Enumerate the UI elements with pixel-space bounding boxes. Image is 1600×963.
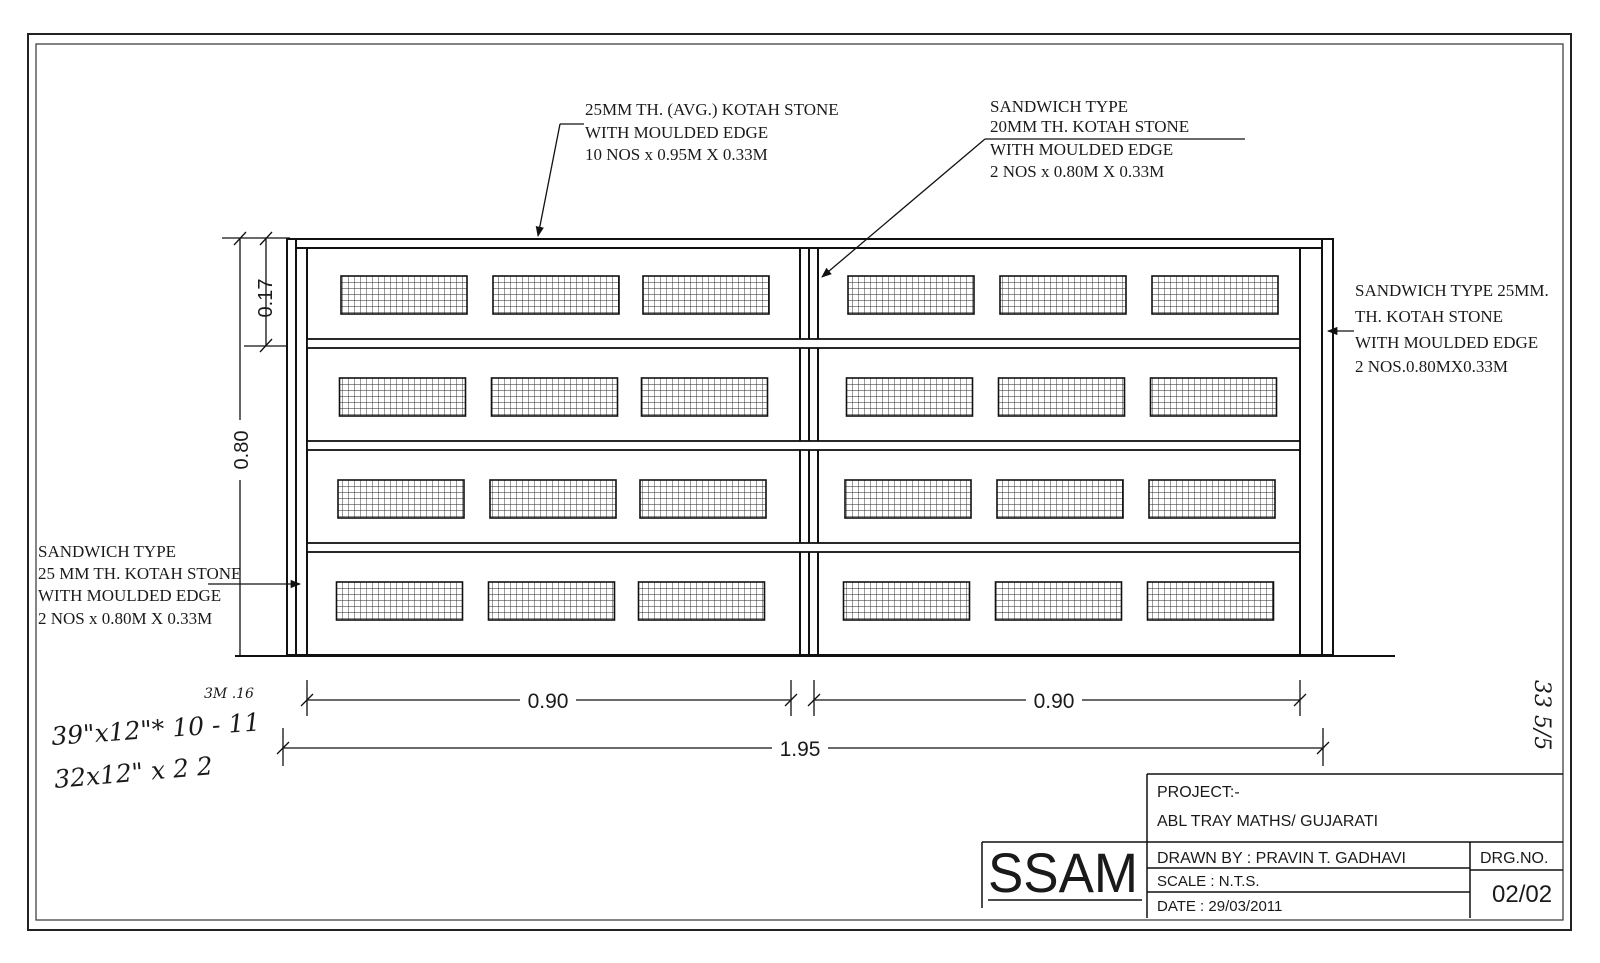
total-width-dimension: 1.95 bbox=[780, 738, 821, 761]
shelf-slabs bbox=[306, 338, 1301, 553]
callout-left-end: SANDWICH TYPE 25 MM TH. KOTAH STONE WITH… bbox=[38, 542, 302, 628]
mesh-panel-r3-c5 bbox=[996, 479, 1124, 519]
shelf-slab-1 bbox=[306, 338, 1301, 349]
shelf-slab-3 bbox=[306, 542, 1301, 553]
mesh-panel-r3-c4 bbox=[844, 479, 972, 519]
outer-border bbox=[27, 33, 1572, 931]
project-label: PROJECT:- bbox=[1157, 784, 1240, 801]
handwritten-line-1: 39"x12"* 10 - 11 bbox=[50, 707, 261, 751]
callout-left-line4: 2 NOS x 0.80M X 0.33M bbox=[38, 609, 212, 628]
mesh-panel-r1-c5 bbox=[999, 275, 1127, 315]
mesh-panel-r2-c1 bbox=[338, 377, 467, 417]
mesh-panel-r3-c2 bbox=[489, 479, 617, 519]
callout-top-right-line1: SANDWICH TYPE bbox=[990, 97, 1128, 116]
mesh-panel-r2-c2 bbox=[490, 377, 619, 417]
callout-right-line2: TH. KOTAH STONE bbox=[1355, 307, 1503, 326]
title-block bbox=[981, 773, 1563, 918]
mesh-panel-r3-c3 bbox=[639, 479, 767, 519]
mesh-panel-r1-c6 bbox=[1151, 275, 1279, 315]
mesh-panel-r1-c2 bbox=[492, 275, 620, 315]
firm-logo: SSAM bbox=[988, 841, 1138, 904]
mesh-panel-r2-c5 bbox=[997, 377, 1126, 417]
mesh-panel-r3-c1 bbox=[337, 479, 465, 519]
mesh-panel-r4-c2 bbox=[487, 581, 616, 621]
callout-left-line2: 25 MM TH. KOTAH STONE bbox=[38, 564, 241, 583]
mesh-panel-r2-c4 bbox=[845, 377, 974, 417]
project-name: ABL TRAY MATHS/ GUJARATI bbox=[1157, 813, 1378, 830]
tray-unit-frame bbox=[286, 238, 1334, 656]
callout-center-partition: SANDWICH TYPE 20MM TH. KOTAH STONE WITH … bbox=[821, 97, 1245, 278]
mesh-panel-r1-c4 bbox=[847, 275, 975, 315]
mesh-panel-r1-c1 bbox=[340, 275, 468, 315]
mesh-panel-r2-c3 bbox=[640, 377, 769, 417]
mesh-panel-r4-c5 bbox=[994, 581, 1123, 621]
shelf-slab-2 bbox=[306, 440, 1301, 451]
mesh-panel-r3-c6 bbox=[1148, 479, 1276, 519]
drawing-date: DATE : 29/03/2011 bbox=[1157, 898, 1282, 915]
callout-right-line1: SANDWICH TYPE 25MM. bbox=[1355, 281, 1549, 300]
callout-left-line1: SANDWICH TYPE bbox=[38, 542, 176, 561]
mesh-panel-r1-c3 bbox=[642, 275, 770, 315]
shelf-height-dimension: 0.17 bbox=[255, 279, 277, 318]
mesh-panel-r4-c6 bbox=[1146, 581, 1275, 621]
handwritten-small-note: 3M .16 bbox=[204, 686, 254, 702]
drawing-number: 02/02 bbox=[1492, 881, 1552, 908]
callout-top-right-line3: WITH MOULDED EDGE bbox=[990, 140, 1173, 159]
callout-top-right-line2: 20MM TH. KOTAH STONE bbox=[990, 117, 1189, 136]
mesh-panel-r2-c6 bbox=[1149, 377, 1278, 417]
handwritten-line-2: 32x12" x 2 2 bbox=[53, 751, 214, 794]
callout-top-left-line3: 10 NOS x 0.95M X 0.33M bbox=[585, 145, 768, 164]
right-width-dimension: 0.90 bbox=[1034, 690, 1075, 713]
mesh-panel-r4-c1 bbox=[335, 581, 464, 621]
callout-right-line3: WITH MOULDED EDGE bbox=[1355, 333, 1538, 352]
total-height-dimension: 0.80 bbox=[231, 431, 253, 470]
drawing-number-label: DRG.NO. bbox=[1480, 850, 1548, 867]
callout-top-right-line4: 2 NOS x 0.80M X 0.33M bbox=[990, 162, 1164, 181]
mesh-panel-r4-c4 bbox=[842, 581, 971, 621]
callout-top-left-line2: WITH MOULDED EDGE bbox=[585, 123, 768, 142]
handwritten-margin-note: 33 5/5 bbox=[1529, 680, 1554, 750]
callout-right-line4: 2 NOS.0.80MX0.33M bbox=[1355, 357, 1508, 376]
mesh-panels bbox=[335, 275, 1279, 621]
mesh-panel-r4-c3 bbox=[637, 581, 766, 621]
drawn-by: DRAWN BY : PRAVIN T. GADHAVI bbox=[1157, 850, 1406, 867]
callout-right-end: SANDWICH TYPE 25MM. TH. KOTAH STONE WITH… bbox=[1326, 281, 1549, 376]
callout-top-slab: 25MM TH. (AVG.) KOTAH STONE WITH MOULDED… bbox=[535, 100, 839, 238]
callout-top-left-line1: 25MM TH. (AVG.) KOTAH STONE bbox=[585, 100, 839, 119]
left-width-dimension: 0.90 bbox=[528, 690, 569, 713]
scale: SCALE : N.T.S. bbox=[1157, 873, 1260, 890]
callout-left-line3: WITH MOULDED EDGE bbox=[38, 586, 221, 605]
inner-border bbox=[35, 43, 1564, 921]
